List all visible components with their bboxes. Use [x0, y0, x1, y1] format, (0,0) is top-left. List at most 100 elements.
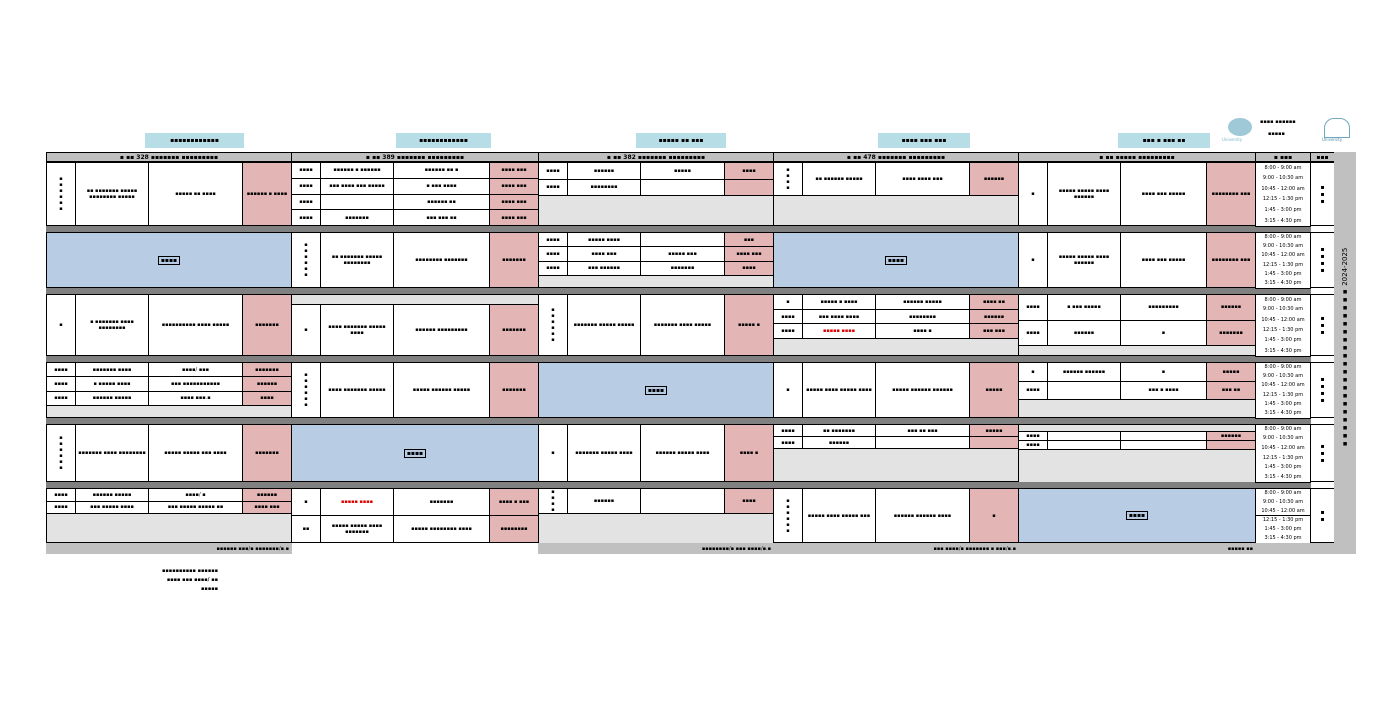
course-name: ▪▪▪▪▪ ▪▪▪▪ ▪▪▪▪▪ ▪▪▪ — [803, 489, 876, 542]
instructor: ▪▪▪▪▪▪ ▪▪▪▪▪▪▪▪▪ — [394, 305, 490, 355]
room: ▪▪▪▪ — [243, 391, 291, 405]
entries: ▪▪▪▪▪▪▪▪▪▪ ▪ ▪▪▪▪▪▪▪▪▪▪▪▪ ▪▪ ▪▪▪▪▪ ▪▪▪▪▪… — [292, 163, 538, 225]
empty-slot — [539, 195, 773, 225]
course-name: ▪▪▪▪▪ ▪ ▪▪▪▪ — [803, 295, 876, 309]
column-title-label: ▪▪▪▪▪▪▪▪▪▪▪▪ — [396, 133, 491, 148]
university-logo-right — [1324, 118, 1350, 138]
instructor: ▪▪▪▪/ ▪ — [149, 489, 243, 501]
class-slot: ▪▪▪▪▪▪▪▪ ▪▪▪▪▪▪▪ ▪▪▪▪▪ ▪▪▪▪▪▪▪▪▪▪▪▪▪▪▪▪ … — [291, 232, 539, 288]
room: ▪▪▪▪ ▪▪▪ — [490, 163, 538, 178]
entries: ▪▪▪▪▪▪ ▪▪▪▪▪ ▪▪▪▪ ▪▪▪▪▪▪▪▪▪▪ ▪▪▪ ▪▪▪▪▪▪▪… — [1019, 233, 1255, 287]
row-separator — [46, 482, 1311, 488]
entries: ▪▪ ▪▪▪▪▪▪▪ ▪▪▪▪ ▪▪▪▪▪▪▪▪▪▪▪▪▪▪▪▪▪▪ ▪▪▪▪ … — [47, 295, 291, 355]
column-header: ▪ ▪▪ 478 ▪▪▪▪▪▪▪ ▪▪▪▪▪▪▪▪▪ — [773, 152, 1019, 162]
entries: ▪▪▪▪▪▪▪▪▪▪▪▪▪▪ — [1019, 432, 1255, 449]
course-code: ▪▪▪▪ — [47, 489, 76, 501]
instructor: ▪▪▪▪▪▪▪ — [641, 261, 725, 275]
instructor: ▪▪▪▪▪ — [641, 163, 725, 179]
course-code: ▪ — [1019, 163, 1048, 225]
instructor: ▪▪▪▪▪ ▪▪▪▪▪▪ ▪▪▪▪▪▪ — [876, 363, 970, 417]
class-slot: ▪▪▪▪▪▪▪▪▪▪▪ ▪▪▪▪▪▪▪▪/ ▪▪▪▪▪▪▪▪▪▪▪▪▪▪▪ ▪▪… — [46, 362, 292, 418]
course-code: ▪▪▪▪ — [292, 210, 321, 225]
room: ▪▪▪▪▪▪▪▪ ▪▪▪ — [1207, 233, 1255, 287]
room: ▪▪▪▪▪ — [970, 425, 1018, 436]
course-entry: ▪▪▪▪▪▪ ▪▪▪▪▪ ▪▪▪▪ ▪▪▪▪▪▪▪▪▪▪ ▪▪▪ ▪▪▪▪▪▪▪… — [1019, 163, 1255, 225]
instructor: ▪▪▪▪▪▪▪▪▪▪ ▪▪▪▪ ▪▪▪▪▪ — [149, 295, 243, 355]
course-code: ▪ — [292, 305, 321, 355]
course-name: ▪▪▪▪▪▪ ▪ ▪▪▪▪▪▪ — [321, 163, 394, 178]
empty-slot — [1019, 449, 1255, 482]
course-entry: ▪▪▪▪▪▪▪ ▪▪▪▪ ▪▪▪ ▪▪▪▪▪▪ ▪▪▪ ▪▪▪▪▪▪▪▪ ▪▪▪ — [292, 178, 538, 195]
course-entry: ▪▪▪▪▪▪▪▪▪▪ ▪▪▪▪▪▪ ▪▪▪ — [292, 194, 538, 211]
row-separator — [46, 418, 1311, 424]
course-name — [321, 194, 394, 210]
entries: ▪▪▪▪▪▪ ▪▪▪▪▪▪▪▪▪▪▪▪▪▪▪ ▪ ▪▪▪▪▪▪▪▪▪▪ ▪▪▪▪… — [292, 489, 538, 542]
course-entry: ▪▪▪▪▪▪▪ ▪▪▪▪▪ ▪▪▪▪ ▪▪▪▪▪▪▪▪▪▪▪▪ ▪▪▪▪▪▪▪▪… — [292, 516, 538, 542]
empty-slot — [1019, 425, 1255, 432]
day-label: ▪▪▪ — [1310, 294, 1335, 356]
academic-year: ▪▪▪▪▪▪▪▪▪▪▪▪▪▪▪▪▪▪▪▪ 2024-2025 — [1334, 152, 1356, 543]
instructor — [1121, 432, 1207, 440]
course-entry: ▪▪▪▪▪▪▪ ▪▪▪▪▪ ▪▪▪▪▪▪▪ ▪▪▪▪▪ ▪▪▪▪▪ ▪▪▪▪▪▪… — [47, 501, 291, 513]
entries: ▪▪▪▪▪▪ ▪▪▪▪ ▪▪▪▪▪ ▪▪▪▪▪▪▪▪▪ ▪▪▪▪▪▪ ▪▪▪▪▪… — [774, 363, 1018, 417]
course-name: ▪▪▪ ▪▪▪▪ ▪▪▪▪ — [803, 309, 876, 324]
course-entry: ▪▪▪▪▪▪▪▪ ▪▪▪▪▪▪▪▪ ▪▪▪▪▪▪▪ ▪▪▪ — [539, 247, 773, 262]
course-code: ▪ — [1019, 233, 1048, 287]
instructor: ▪▪▪▪▪▪ ▪▪▪▪▪ — [876, 295, 970, 309]
day-label: ▪▪▪▪ — [1310, 362, 1335, 418]
course-entry: ▪▪▪▪▪▪▪▪▪▪▪▪▪▪ — [539, 489, 773, 513]
course-name: ▪▪ ▪▪▪▪▪▪▪ ▪▪▪▪▪ ▪▪▪▪▪▪▪▪ — [321, 233, 394, 287]
course-entry: ▪▪▪▪▪▪▪▪▪▪ ▪ ▪▪▪▪▪▪▪▪▪▪▪▪ ▪▪ ▪▪▪▪▪ ▪▪▪ — [292, 163, 538, 179]
course-code: ▪▪▪▪ — [1019, 441, 1048, 449]
instructor: ▪▪▪▪ ▪▪▪ ▪▪▪▪▪ — [1121, 233, 1207, 287]
class-slot: ▪▪▪▪▪▪▪▪▪▪▪▪▪▪ — [1018, 424, 1256, 482]
course-code: ▪▪▪▪ — [539, 163, 568, 179]
note: ▪▪▪▪▪▪▪▪▪▪ ▪▪▪▪▪▪ — [162, 568, 218, 574]
course-name: ▪▪▪ ▪▪▪▪▪ ▪▪▪▪ — [76, 501, 149, 513]
entries: ▪▪▪▪▪▪ ▪▪▪▪▪ ▪▪▪▪ ▪▪▪▪▪▪▪▪▪▪ ▪▪▪ ▪▪▪▪▪▪▪… — [1019, 163, 1255, 225]
room: ▪▪▪▪ ▪▪▪ — [490, 194, 538, 210]
course-name: ▪▪ ▪▪▪▪▪▪ ▪▪▪▪▪ — [803, 163, 876, 195]
course-code: ▪▪▪▪ — [47, 391, 76, 405]
logo-text: ▪▪▪▪ ▪▪▪▪▪▪ — [1260, 119, 1296, 125]
course-name — [1048, 432, 1121, 440]
empty-slot — [1019, 399, 1255, 417]
course-code: ▪▪▪▪ — [774, 163, 803, 195]
class-slot: ▪▪▪▪▪▪▪▪▪▪ ▪▪▪▪▪▪▪▪▪/ ▪▪▪▪▪▪▪▪▪▪▪▪▪▪ ▪▪▪… — [46, 488, 292, 543]
course-entry: ▪▪▪▪▪▪▪ ▪▪▪▪ ▪▪▪▪▪▪▪▪▪▪▪▪▪▪▪▪▪▪ — [774, 309, 1018, 325]
room: ▪▪▪ ▪▪▪ — [970, 324, 1018, 339]
course-entry: ▪▪▪▪▪▪▪▪▪ ▪▪▪▪▪▪▪▪ ▪▪▪▪ ▪▪▪ — [774, 324, 1018, 339]
course-code: ▪▪▪▪ — [292, 178, 321, 194]
course-name: ▪▪▪▪▪▪▪ — [321, 210, 394, 225]
course-code: ▪▪ — [292, 516, 321, 542]
class-slot: ▪▪▪▪▪ ▪▪▪ ▪▪▪▪▪▪▪▪▪▪▪▪▪▪▪▪▪▪▪▪▪▪▪▪▪▪▪▪▪▪… — [1018, 294, 1256, 356]
course-entry: ▪▪▪▪▪▪▪▪▪▪ — [774, 437, 1018, 448]
course-entry: ▪▪▪▪▪▪▪ ▪▪▪▪▪▪▪▪▪▪▪▪▪▪▪▪▪ — [539, 261, 773, 275]
class-slot: ▪▪▪▪▪▪ ▪▪▪▪▪ ▪▪▪▪ ▪▪▪▪▪▪▪▪▪▪ ▪▪▪ ▪▪▪▪▪▪▪… — [1018, 162, 1256, 226]
holiday-cell: ▪▪▪▪ — [291, 424, 539, 482]
room: ▪▪▪ ▪▪ — [1207, 381, 1255, 399]
room: ▪▪▪▪▪ — [1207, 363, 1255, 381]
course-code: ▪▪▪▪ — [1019, 295, 1048, 320]
room: ▪▪▪▪ ▪▪▪ — [490, 178, 538, 194]
room: ▪▪▪▪ — [725, 163, 773, 179]
room: ▪▪▪▪▪▪▪▪ — [490, 516, 538, 542]
time-slot: 3:15 - 4:30 pm — [1255, 472, 1311, 483]
course-code: ▪▪▪▪ — [539, 261, 568, 275]
instructor: ▪▪▪▪▪▪ ▪▪ ▪ — [394, 163, 490, 178]
room: ▪▪▪▪ ▪▪▪ — [243, 501, 291, 513]
course-entry: ▪▪▪▪▪▪▪▪▪ ▪▪▪▪▪▪▪ — [539, 233, 773, 248]
course-name: ▪▪▪▪▪▪ — [1048, 320, 1121, 345]
course-code: ▪▪▪▪ — [539, 233, 568, 247]
instructor: ▪▪▪▪▪ ▪▪▪ — [641, 247, 725, 261]
room: ▪▪▪▪▪▪▪ — [490, 233, 538, 287]
class-slot: ▪▪▪▪▪▪▪▪▪▪ ▪ ▪▪▪▪▪▪▪▪▪▪▪▪ ▪▪ ▪▪▪▪▪ ▪▪▪▪▪… — [291, 162, 539, 226]
instructor — [641, 179, 725, 195]
course-entry: ▪▪▪▪▪ ▪▪▪▪▪▪▪ ▪▪▪▪▪ ▪▪▪▪▪▪▪▪▪▪ ▪▪▪▪▪▪▪▪▪… — [292, 305, 538, 355]
room: ▪▪▪▪▪▪ — [1207, 432, 1255, 440]
course-entry: ▪▪▪▪▪ ▪▪▪▪▪ ▪▪▪▪▪▪▪ ▪▪▪▪▪▪▪▪▪▪▪▪▪▪▪▪▪ — [47, 377, 291, 392]
entries: ▪▪▪▪▪▪▪▪▪▪▪ ▪▪▪▪ ▪▪▪▪▪ ▪▪▪▪▪▪▪▪▪ ▪▪▪▪▪▪ … — [774, 489, 1018, 542]
holiday-label: ▪▪▪▪ — [644, 385, 668, 395]
instructor: ▪▪▪▪▪▪▪▪ — [876, 309, 970, 324]
course-name: ▪▪▪▪▪▪ — [568, 489, 641, 513]
